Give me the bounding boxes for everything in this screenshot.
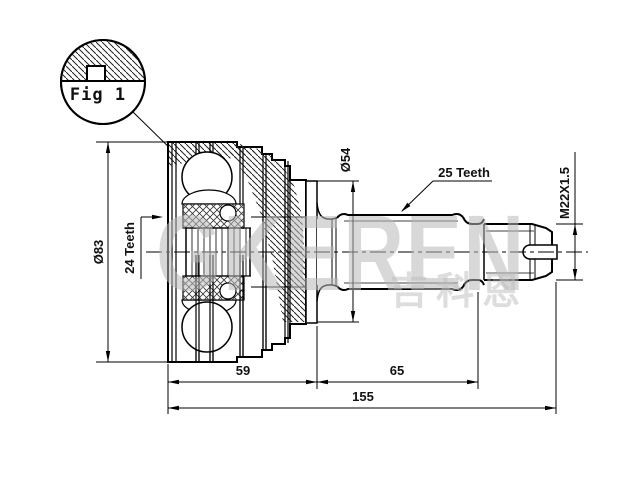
boot-groove-ribs-lower [195, 255, 267, 361]
dim-shaft-spline-teeth: 25 Teeth [438, 165, 490, 180]
dim-bell-length: 59 [235, 363, 251, 378]
dimension-arrows [105, 142, 578, 411]
watermark-brand: GKEREN [156, 192, 526, 313]
watermark-brand-chinese: 吉科恩 [390, 271, 529, 313]
dimension-lines [96, 141, 583, 414]
dim-total-length: 155 [352, 389, 374, 404]
spline-tooth-profile [86, 65, 106, 82]
spline-shaft [336, 212, 485, 292]
bell-housing [167, 141, 307, 363]
dim-inner-spline-teeth: 24 Teeth [122, 222, 137, 274]
figure-label: Fig 1 [69, 85, 127, 105]
dim-shaft-length: 65 [389, 363, 405, 378]
section-hatch-wall [230, 143, 305, 322]
dim-thread-spec: M22X1.5 [557, 166, 572, 220]
dim-flange-diameter: Ø54 [338, 147, 353, 173]
dim-outer-diameter: Ø83 [91, 239, 106, 265]
ball-bottom [181, 301, 233, 353]
